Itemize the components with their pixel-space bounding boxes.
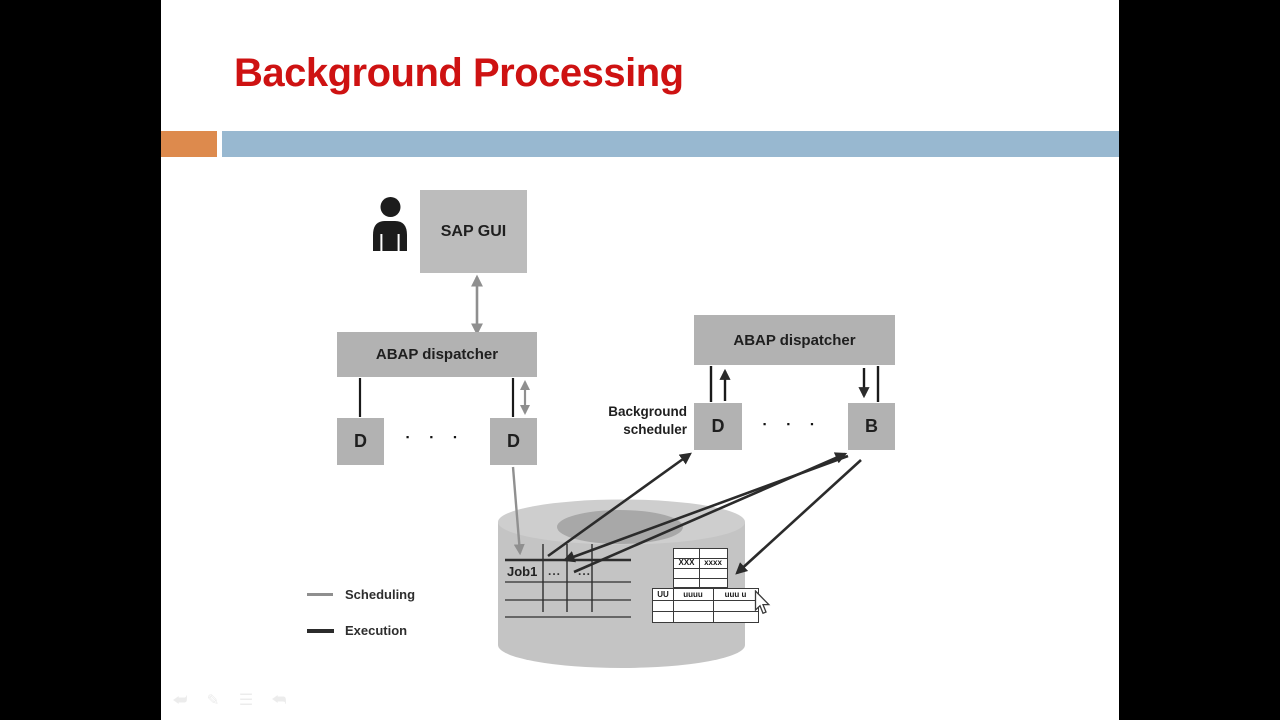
user-icon — [373, 197, 407, 251]
table-to-scheduler-arrow — [547, 452, 692, 558]
flow-arrows — [511, 452, 862, 575]
mouse-cursor — [754, 590, 771, 615]
output-cell: uuuu — [683, 590, 703, 599]
dialog-workprocess-box-2: D — [490, 418, 537, 465]
sap-gui-label: SAP GUI — [440, 222, 507, 240]
wp-label: D — [354, 431, 367, 451]
scheduling-line-swatch — [307, 593, 333, 596]
output-cell: UU — [657, 590, 669, 599]
sap-gui-box: SAP GUI — [420, 190, 527, 273]
prev-slide-icon[interactable]: ⮨ — [172, 692, 188, 709]
wp-label: B — [865, 416, 878, 436]
next-slide-icon[interactable]: ⮪ — [271, 692, 287, 709]
scheduler-workprocess-box: D — [694, 403, 742, 450]
slide: Background Processing — [161, 0, 1119, 720]
legend-label-execution: Execution — [345, 623, 408, 638]
ellipsis-dots-right: ▪ ▪ ▪ — [763, 419, 823, 429]
connectors — [358, 274, 880, 417]
output-table-bottom: UU uuuu uuu u — [652, 588, 759, 623]
abap-dispatcher-right-label: ABAP dispatcher — [733, 331, 856, 349]
abap-dispatcher-left-label: ABAP dispatcher — [375, 346, 499, 363]
output-cell: XXX — [678, 558, 695, 567]
diagram-canvas — [358, 274, 880, 668]
job-cell-dots: ... — [548, 564, 562, 578]
job-cell-dots: ... — [578, 564, 592, 578]
wp-label: D — [711, 416, 725, 436]
dialog-workprocess-box-1: D — [337, 418, 384, 465]
accent-blue-bar — [222, 131, 1119, 157]
background-workprocess-box: B — [848, 403, 895, 450]
job1-label: Job1 — [507, 564, 538, 579]
cylinder-hole — [557, 510, 683, 544]
output-cell: xxxx — [704, 558, 722, 567]
wp-label: D — [507, 431, 520, 451]
accent-orange-bar — [161, 131, 217, 157]
abap-dispatcher-right-box: ABAP dispatcher — [694, 315, 895, 365]
background-scheduler-label: Background scheduler — [608, 404, 687, 437]
table-to-b-arrow — [573, 452, 848, 574]
page-title: Background Processing — [234, 51, 684, 95]
legend-label-scheduling: Scheduling — [345, 587, 416, 602]
ellipsis-dots-left: ▪ ▪ ▪ — [406, 432, 466, 442]
b-to-output-arrow — [735, 459, 862, 575]
output-cell: uuu u — [724, 590, 747, 599]
execution-line-swatch — [307, 629, 334, 633]
abap-dispatcher-left-box: ABAP dispatcher — [337, 332, 537, 377]
pen-tool-icon[interactable]: ✎ — [206, 692, 220, 709]
scheduling-arrow — [511, 466, 525, 556]
slide-menu-icon[interactable]: ☰ — [238, 692, 254, 709]
